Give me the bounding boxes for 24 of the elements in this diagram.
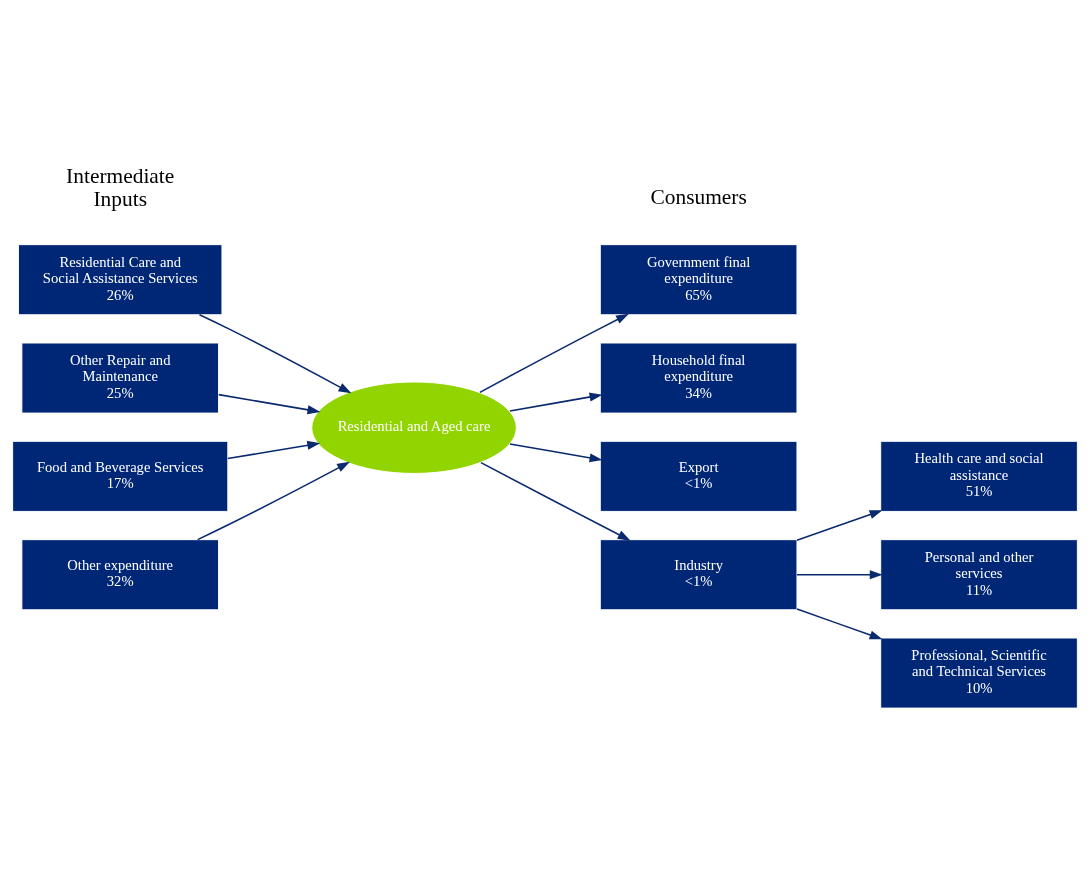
node-box: Food and Beverage Services 17% — [12, 440, 229, 512]
node-box: Personal and other services 11% — [880, 539, 1078, 611]
node-box: Household final expenditure 34% — [599, 342, 798, 414]
node-box: Other expenditure 32% — [21, 539, 220, 611]
arrow — [196, 461, 350, 541]
node-box: Government final expenditure 65% — [599, 244, 798, 316]
node-box: Professional, Scientific and Technical Services 10% — [880, 637, 1078, 709]
arrow — [198, 314, 352, 394]
node-box: Industry <1% — [599, 539, 798, 611]
arrow — [796, 608, 883, 640]
arrow — [218, 393, 321, 415]
arrow — [796, 570, 883, 580]
label: Consumers — [650, 185, 747, 210]
arrow — [509, 443, 603, 463]
label: Intermediate Inputs — [66, 163, 175, 212]
arrow — [796, 510, 883, 542]
node-box: Other Repair and Maintenance 25% — [21, 342, 220, 414]
arrow — [479, 313, 629, 394]
arrow — [509, 392, 603, 412]
node-box: Health care and social assistance 51% — [880, 440, 1078, 512]
node-box: Residential Care and Social Assistance Services 26% — [18, 244, 223, 316]
node-box: Export <1% — [599, 440, 798, 512]
arrow — [227, 440, 321, 460]
arrow — [480, 461, 631, 541]
